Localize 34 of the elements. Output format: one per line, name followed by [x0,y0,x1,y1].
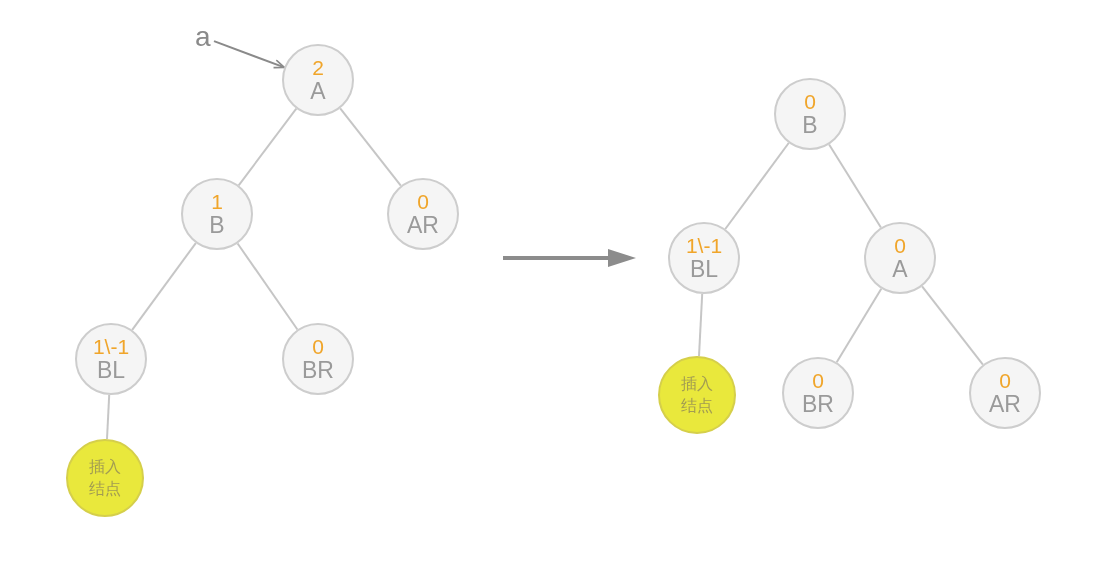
balance-factor: 0 [804,91,816,113]
balance-factor: 1\-1 [92,336,130,358]
node-label: 插入结点 [680,374,714,416]
tree-edge [237,107,298,187]
node-label: BL [689,257,719,281]
tree-edge [835,287,883,364]
tree-edge [131,242,197,331]
node-label: BR [802,392,834,416]
balance-factor: 2 [312,57,324,79]
tree-edge [698,293,704,358]
tree-edge [339,107,402,187]
node-label: 插入结点 [88,457,122,499]
variable-label: a [195,22,211,52]
node-label: A [310,79,326,103]
node-label: BL [96,358,126,382]
node-label: AR [407,213,439,237]
node-label: AR [989,392,1021,416]
tree-edge [921,285,984,366]
balance-factor: 0 [417,191,429,213]
balance-factor: 0 [312,336,324,358]
balance-factor: 0 [894,235,906,257]
balance-factor: 1 [211,191,223,213]
node-label: B [209,213,225,237]
tree-edge [236,242,299,331]
balance-factor: 0 [812,370,824,392]
node-label: A [892,257,908,281]
node-label: BR [302,358,334,382]
balance-factor: 1\-1 [685,235,723,257]
tree-edge [828,143,882,229]
tree-edge [106,394,111,440]
tree-edge [724,142,790,230]
balance-factor: 0 [999,370,1011,392]
node-label: B [802,113,818,137]
pointer-arrow [213,40,286,69]
